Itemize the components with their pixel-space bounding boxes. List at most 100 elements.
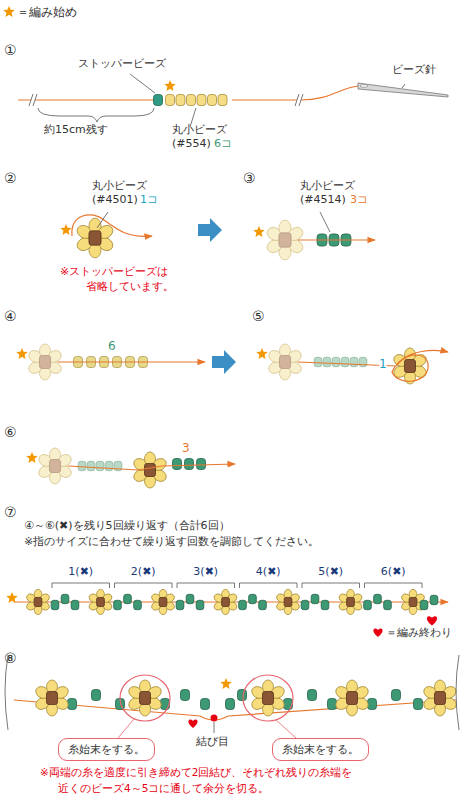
seed-bead	[430, 595, 438, 604]
step-number: ⑦	[4, 504, 17, 520]
seed-bead	[259, 600, 267, 609]
seed-bead	[51, 600, 59, 609]
note-text: ビーズ針	[392, 64, 436, 77]
note-text: 3コ	[350, 194, 368, 207]
break-mark	[295, 94, 299, 106]
leader-line	[276, 720, 296, 738]
thread	[72, 215, 152, 237]
note-text: 約15cm残す	[44, 124, 108, 137]
note-text: (#554)	[172, 138, 211, 151]
leader-line	[118, 719, 134, 738]
note-text: 近くのビーズ4～5コに通して余分を切る。	[58, 782, 269, 794]
start-star	[253, 226, 264, 237]
note-text: 丸小ビーズ	[172, 124, 227, 137]
note-text: ※両端の糸を適度に引き締めて2回結び、それぞれ残りの糸端を	[40, 766, 352, 778]
center-bead	[145, 464, 156, 477]
note-text: 2(✖)	[131, 566, 156, 579]
seed-bead	[105, 461, 113, 470]
center-bead	[97, 597, 105, 606]
step-number: ⑥	[4, 424, 17, 440]
step-number: ④	[4, 308, 17, 324]
leader-line	[320, 212, 330, 232]
seed-bead	[114, 600, 122, 609]
start-star	[220, 678, 231, 689]
break-mark	[456, 655, 459, 730]
note-text: 丸小ビーズ	[92, 180, 147, 193]
bead-flower	[127, 680, 164, 716]
bead-flower	[88, 589, 114, 614]
note-text: 3(✖)	[193, 566, 218, 579]
thread	[298, 239, 375, 240]
leader-line	[214, 722, 215, 733]
seed-bead	[218, 95, 227, 106]
break-gap	[297, 94, 301, 106]
repeat-bracket	[365, 583, 423, 588]
end-heart	[188, 720, 197, 728]
note-text: 結び目	[196, 736, 229, 749]
seed-bead	[328, 699, 337, 710]
repeat-bracket	[302, 583, 360, 588]
bead-flower	[338, 589, 364, 614]
note-text: ④～⑥(✖)を残り5回繰り返す（合計6回）	[24, 520, 230, 533]
seed-bead	[124, 594, 132, 603]
seed-bead	[323, 357, 331, 366]
note-text: 5(✖)	[318, 566, 343, 579]
break-mark	[299, 94, 303, 106]
legend-text: ＝編み始め	[17, 4, 77, 21]
note-text: 6	[108, 340, 116, 354]
seed-bead	[238, 690, 247, 701]
repeat-bracket	[115, 583, 173, 588]
note-text: 1(✖)	[68, 566, 93, 579]
seed-bead	[350, 357, 358, 366]
leader-line	[130, 74, 155, 93]
step-number: ③	[243, 170, 256, 186]
center-bead	[47, 692, 58, 705]
center-bead	[279, 233, 291, 247]
center-bead	[40, 356, 51, 369]
bead-flower	[334, 680, 371, 716]
bead-flower	[275, 589, 301, 614]
leader-line	[97, 212, 108, 228]
seed-bead	[185, 459, 194, 470]
thread	[232, 86, 358, 100]
callout-text: 糸始末をする。	[68, 742, 145, 757]
seed-bead	[301, 600, 309, 609]
start-star	[6, 592, 17, 603]
seed-bead	[176, 600, 184, 609]
seed-bead	[96, 461, 104, 470]
seed-bead	[208, 95, 217, 106]
start-star	[164, 80, 175, 91]
note-text: (#4514)	[300, 194, 346, 207]
note-text: 1	[379, 358, 387, 372]
note-text: 1コ	[140, 194, 158, 207]
note-text: 4(✖)	[256, 566, 281, 579]
bead-flower	[267, 344, 304, 380]
bead-flower	[25, 589, 51, 614]
length-brace	[38, 108, 154, 122]
step-number: ①	[4, 42, 17, 58]
seed-bead	[308, 690, 317, 701]
seed-bead	[68, 699, 77, 710]
seed-bead	[176, 95, 185, 106]
seed-bead	[392, 690, 401, 701]
seed-bead	[71, 600, 79, 609]
bead-flower	[250, 680, 287, 716]
break-mark	[29, 94, 33, 106]
center-bead	[50, 460, 61, 473]
break-mark	[5, 655, 8, 730]
start-star	[16, 348, 27, 359]
bead-flower	[150, 589, 176, 614]
center-bead	[347, 597, 355, 606]
step-number: ②	[4, 170, 17, 186]
center-bead	[280, 356, 291, 369]
bead-flower	[37, 448, 74, 484]
knot-dot	[211, 715, 218, 722]
seed-bead	[364, 600, 372, 609]
legend-text: ＝編み終わり	[386, 625, 452, 640]
seed-bead	[61, 594, 69, 603]
start-star	[60, 224, 71, 235]
center-bead	[405, 360, 416, 373]
seed-bead	[368, 699, 377, 710]
